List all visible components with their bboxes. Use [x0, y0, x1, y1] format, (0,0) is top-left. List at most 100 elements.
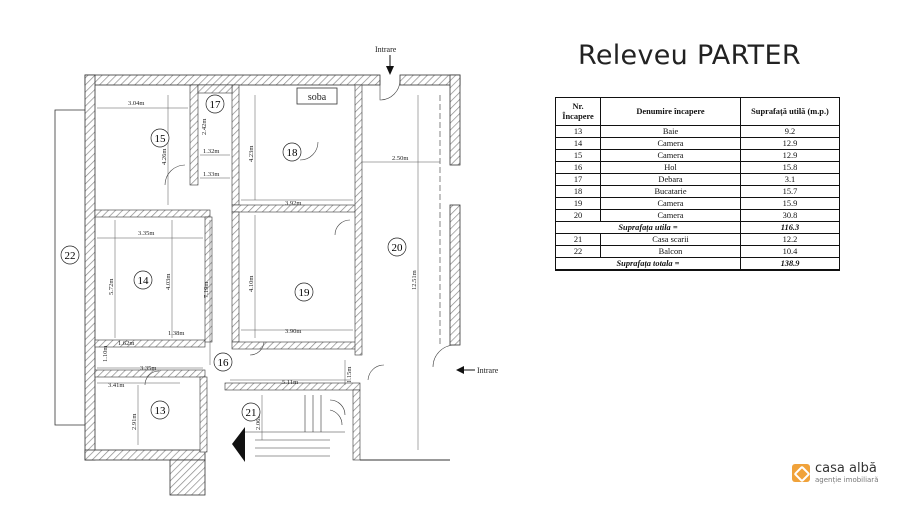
cell-name: Camera: [600, 209, 741, 222]
cell-name: Baie: [600, 125, 741, 138]
dim-label: 3.92m: [285, 200, 301, 207]
cell-area: 30.8: [740, 209, 840, 222]
subtotal-row: Suprafața utila =116.3: [555, 221, 840, 234]
interior-walls: [94, 84, 363, 461]
area-table: Nr. Încapere Denumire încapere Suprafață…: [555, 97, 840, 271]
cell-nr: 20: [555, 209, 601, 222]
room-number: 19: [299, 287, 311, 299]
room-number: 17: [210, 99, 222, 111]
dim-label: 1.33m: [203, 171, 219, 178]
room-markers: 15 17 18 22 20 14 19 16 13 21: [60, 94, 407, 422]
dim-label: 2.50m: [392, 155, 408, 162]
dim-label: 4.03m: [165, 274, 172, 290]
room-marker-20: 20: [387, 237, 407, 257]
header-nr: Nr. Încapere: [555, 97, 601, 126]
stair-arrow-icon: [232, 427, 245, 462]
cell-area: 15.7: [740, 185, 840, 198]
soba-label: soba: [308, 92, 327, 103]
dim-label: 5.11m: [282, 379, 298, 386]
cell-name: Casa scarii: [600, 233, 741, 246]
room-marker-19: 19: [294, 282, 314, 302]
subtotal-value: 116.3: [740, 221, 840, 234]
page-title: Releveu PARTER: [578, 40, 801, 71]
cell-area: 12.9: [740, 137, 840, 150]
room-marker-22: 22: [60, 245, 80, 265]
dim-label: 3.04m: [128, 100, 144, 107]
dim-label: 2.91m: [131, 414, 138, 430]
house-logo-icon: [792, 464, 810, 482]
cell-area: 3.1: [740, 173, 840, 186]
cell-nr: 14: [555, 137, 601, 150]
cell-nr: 18: [555, 185, 601, 198]
room-marker-18: 18: [282, 142, 302, 162]
soba-box: [296, 87, 338, 105]
room-marker-13: 13: [150, 400, 170, 420]
dimension-labels: 3.04m 4.26m 2.42m 1.32m 1.33m 4.23m 3.92…: [102, 100, 418, 430]
cell-nr: 22: [555, 245, 601, 258]
room-number: 22: [65, 250, 76, 262]
room-number: 20: [392, 242, 404, 254]
header-name: Denumire încapere: [600, 97, 741, 126]
dim-label: 1.38m: [168, 330, 184, 337]
total-row: Suprafața totala =138.9: [555, 257, 840, 271]
dim-label: 3.35m: [138, 230, 154, 237]
room-marker-15: 15: [150, 128, 170, 148]
room-number: 16: [218, 357, 230, 369]
dimension-lines: [97, 95, 440, 450]
room-marker-14: 14: [133, 270, 153, 290]
room-marker-17: 17: [205, 94, 225, 114]
dim-label: 1.32m: [203, 148, 219, 155]
exterior-walls: [84, 74, 461, 496]
total-label: Suprafața totala =: [555, 257, 741, 271]
cell-area: 12.9: [740, 149, 840, 162]
dim-label: 2.06m: [255, 414, 262, 430]
dim-label: 7.19m: [203, 282, 210, 298]
cell-name: Debara: [600, 173, 741, 186]
room-number: 15: [155, 133, 167, 145]
door-swings: [144, 79, 456, 386]
cell-nr: 19: [555, 197, 601, 210]
room-number: 14: [138, 275, 150, 287]
floor-plan: soba Intrare Intrare: [54, 45, 499, 496]
total-value: 138.9: [740, 257, 840, 271]
cell-area: 10.4: [740, 245, 840, 258]
brand-tagline: agenție imobiliară: [815, 476, 879, 484]
cell-area: 15.8: [740, 161, 840, 174]
dim-label: 3.41m: [108, 382, 124, 389]
staircase: [245, 395, 346, 457]
entrance-label-right: Intrare: [477, 366, 499, 375]
room-number: 13: [155, 405, 167, 417]
dim-label: 4.23m: [248, 146, 255, 162]
cell-nr: 17: [555, 173, 601, 186]
subtotal-label: Suprafața utila =: [555, 221, 741, 234]
brand-name: casa albă: [815, 461, 877, 476]
cell-name: Camera: [600, 197, 741, 210]
dim-label: 1.15m: [346, 367, 353, 383]
cell-name: Camera: [600, 149, 741, 162]
room-number: 21: [246, 407, 257, 419]
cell-area: 15.9: [740, 197, 840, 210]
cell-name: Balcon: [600, 245, 741, 258]
entrance-arrow-icon: [386, 55, 475, 374]
cell-name: Bucatarie: [600, 185, 741, 198]
cell-name: Camera: [600, 137, 741, 150]
cell-nr: 15: [555, 149, 601, 162]
room-marker-16: 16: [213, 352, 233, 372]
cell-name: Hol: [600, 161, 741, 174]
room-number: 18: [287, 147, 299, 159]
table-header-row: Nr. Încapere Denumire încapere Suprafață…: [555, 97, 840, 126]
balcony-outline: [54, 109, 85, 426]
room-marker-21: 21: [241, 402, 261, 422]
cell-nr: 21: [555, 233, 601, 246]
dim-label: 1.62m: [118, 340, 134, 347]
dim-label: 5.72m: [108, 279, 115, 295]
